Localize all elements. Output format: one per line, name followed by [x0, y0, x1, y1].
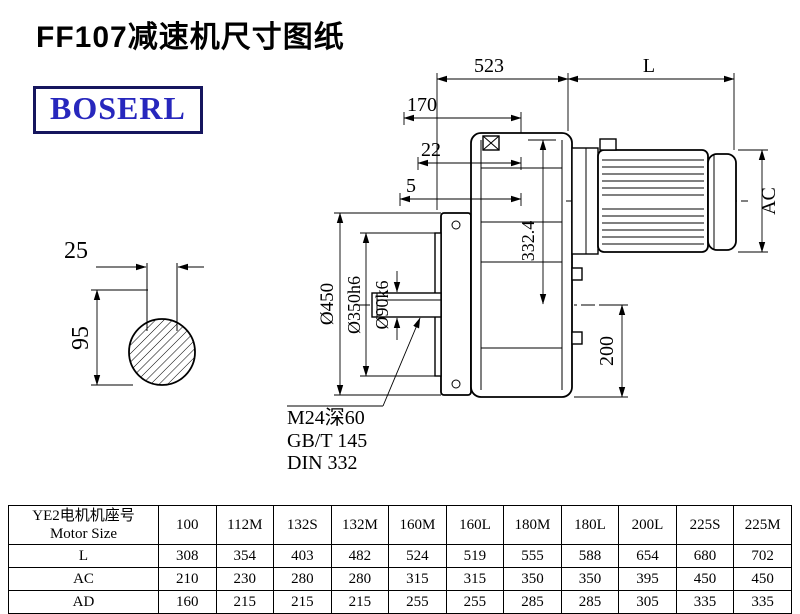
cover-bolt: [571, 331, 583, 345]
dim-cell: 255: [445, 590, 505, 614]
dim-cell: 280: [273, 567, 332, 591]
gearbox-side-view: [356, 132, 600, 398]
dim-cell: 315: [445, 567, 505, 591]
dim-shaft-dia-label: Ø90k6: [372, 281, 392, 330]
header-line-en: Motor Size: [49, 526, 118, 542]
dim-200-label: 200: [596, 336, 618, 366]
dim-cell: 160: [158, 590, 217, 614]
shaft-end-view: 25 95: [64, 238, 204, 386]
flange-bolt-hole: [451, 220, 461, 230]
dim-cell: 215: [273, 590, 332, 614]
col-header: 112M: [215, 505, 275, 545]
gearbox-housing: [470, 132, 573, 398]
dim-cell: 654: [618, 544, 677, 568]
output-shaft: [371, 292, 442, 318]
col-header: 225S: [675, 505, 735, 545]
col-header: 160L: [445, 505, 505, 545]
dim-cell: 680: [675, 544, 735, 568]
dim-cell: 350: [503, 567, 562, 591]
motor-view: [566, 138, 748, 255]
dim-center-height-label: 332.4: [518, 221, 538, 262]
dim-cell: 350: [560, 567, 620, 591]
col-header: 160M: [388, 505, 447, 545]
dim-cell: 305: [618, 590, 677, 614]
col-header: 132M: [330, 505, 390, 545]
col-header: 225M: [733, 505, 792, 545]
table-row-AD: AD 160 215 215 215 255 255 285 285 305 3…: [8, 590, 792, 614]
col-header: 200L: [618, 505, 677, 545]
row-label: AC: [8, 567, 159, 591]
dim-cell: 524: [388, 544, 447, 568]
dim-cell: 335: [733, 590, 792, 614]
row-label: L: [8, 544, 159, 568]
col-header: 132S: [273, 505, 332, 545]
dim-L-label: L: [643, 55, 655, 77]
dimensions: 523 L 170 22 5: [287, 55, 780, 474]
table-row-L: L 308 354 403 482 524 519 555 588 654 68…: [8, 544, 792, 568]
dim-cell: 519: [445, 544, 505, 568]
dim-spigot-label: Ø350h6: [344, 276, 364, 334]
dim-cell: 403: [273, 544, 332, 568]
dim-cell: 588: [560, 544, 620, 568]
dim-cell: 210: [158, 567, 217, 591]
output-flange: [440, 212, 472, 396]
motor-size-header: YE2电机机座号 Motor Size: [8, 505, 159, 545]
table-row-AC: AC 210 230 280 280 315 315 350 350 395 4…: [8, 567, 792, 591]
dim-flange-od-label: Ø450: [317, 283, 338, 325]
dim-523-label: 523: [474, 55, 504, 77]
dim-22-label: 22: [421, 139, 441, 161]
dim-5-label: 5: [406, 175, 416, 197]
dim-cell: 335: [675, 590, 735, 614]
dim-cell: 215: [330, 590, 390, 614]
dim-shaft-height-label: 95: [68, 326, 94, 350]
note-din-standard: DIN 332: [287, 452, 358, 474]
motor-fan-cowl: [707, 153, 737, 251]
motor-fins: [602, 159, 704, 245]
brand-logo: BOSERL: [33, 86, 203, 134]
dim-cell: 230: [215, 567, 275, 591]
dim-cell: 255: [388, 590, 447, 614]
motor-lifting-lug: [599, 138, 617, 151]
motor-adapter: [571, 147, 599, 255]
shaft-section-circle: [128, 318, 196, 386]
flange-bolt-hole: [451, 379, 461, 389]
col-header: 180L: [560, 505, 620, 545]
dim-cell: 450: [675, 567, 735, 591]
col-header: 100: [158, 505, 217, 545]
dim-cell: 215: [215, 590, 275, 614]
dim-cell: 450: [733, 567, 792, 591]
header-line-cn: YE2电机机座号: [32, 508, 135, 524]
dim-cell: 395: [618, 567, 677, 591]
page-title: FF107减速机尺寸图纸: [36, 21, 345, 54]
motor-size-table: YE2电机机座号 Motor Size 100 112M 132S 132M 1…: [8, 505, 792, 614]
dim-cell: 315: [388, 567, 447, 591]
note-thread: M24深60: [287, 406, 365, 429]
dim-170-label: 170: [407, 94, 437, 116]
cover-bolt: [571, 267, 583, 281]
dim-AC-label: AC: [758, 187, 780, 215]
dim-cell: 482: [330, 544, 390, 568]
dim-cell: 285: [560, 590, 620, 614]
row-label: AD: [8, 590, 159, 614]
dim-cell: 285: [503, 590, 562, 614]
dim-cell: 354: [215, 544, 275, 568]
table-header-row: YE2电机机座号 Motor Size 100 112M 132S 132M 1…: [8, 505, 792, 545]
dim-key-width-label: 25: [64, 238, 88, 264]
dim-cell: 702: [733, 544, 792, 568]
brand-logo-text: BOSERL: [50, 90, 186, 126]
col-header: 180M: [503, 505, 562, 545]
dim-cell: 555: [503, 544, 562, 568]
note-gb-standard: GB/T 145: [287, 430, 367, 452]
dim-cell: 308: [158, 544, 217, 568]
dim-cell: 280: [330, 567, 390, 591]
